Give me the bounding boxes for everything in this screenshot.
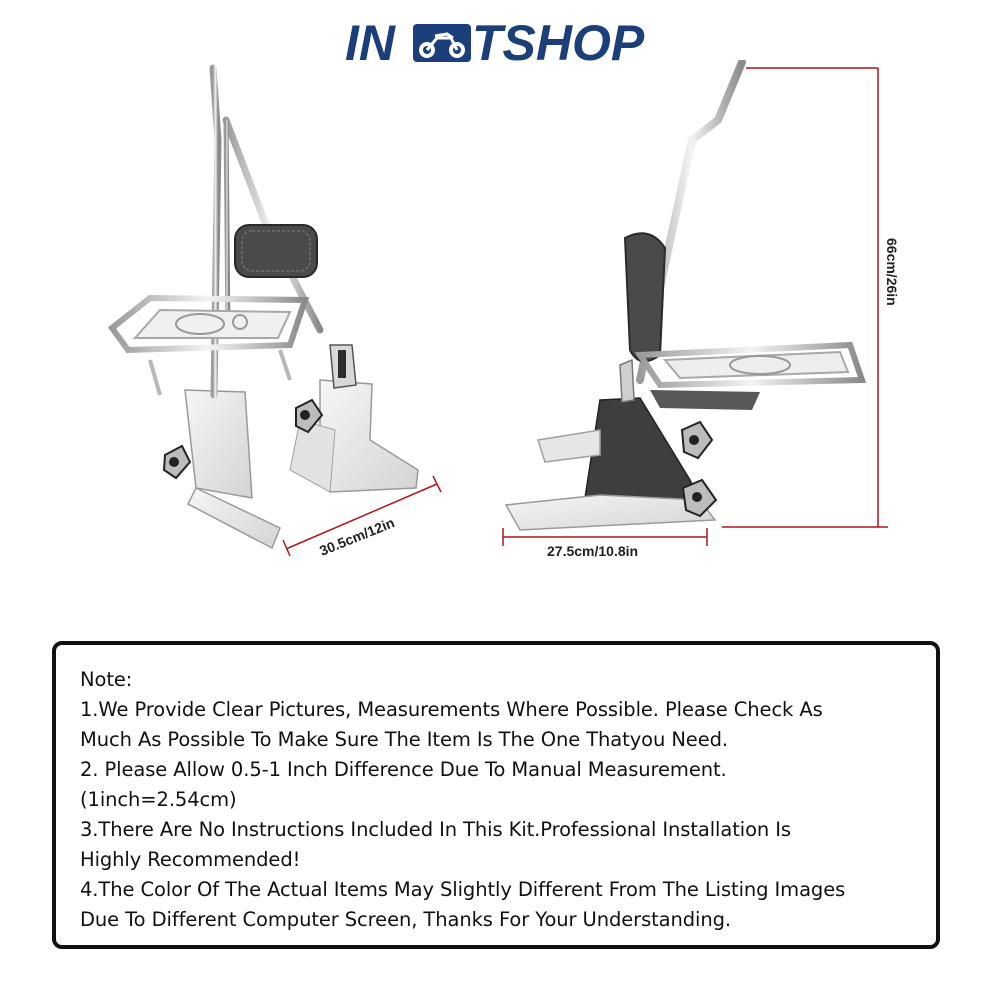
note-line: 4.The Color Of The Actual Items May Slig… bbox=[80, 878, 846, 901]
note-title: Note: bbox=[80, 668, 133, 691]
side-depth-label: 27.5cm/10.8in bbox=[547, 543, 638, 559]
sissy-bar-front-view bbox=[107, 64, 419, 550]
motorcycle-icon bbox=[413, 24, 471, 62]
note-line: 1.We Provide Clear Pictures, Measurement… bbox=[80, 698, 823, 721]
sissy-bar-side-view bbox=[504, 60, 867, 531]
note-line: Highly Recommended! bbox=[80, 848, 301, 871]
height-dimension: 66cm/26in bbox=[722, 67, 900, 528]
note-line: 3.There Are No Instructions Included In … bbox=[80, 818, 791, 841]
side-depth-dimension: 27.5cm/10.8in bbox=[502, 528, 708, 559]
note-line: Due To Different Computer Screen, Thanks… bbox=[80, 908, 732, 931]
logo-text-right: TSHOP bbox=[472, 15, 645, 71]
note-line: Much As Possible To Make Sure The Item I… bbox=[80, 728, 728, 751]
note-line: 2. Please Allow 0.5-1 Inch Difference Du… bbox=[80, 758, 727, 781]
front-width-label: 30.5cm/12in bbox=[317, 514, 397, 559]
product-illustration: 30.5cm/12in 27.5cm/10.8in 66cm/26in bbox=[107, 60, 900, 559]
logo-text-left: IN bbox=[345, 15, 396, 71]
note-box: Note: 1.We Provide Clear Pictures, Measu… bbox=[52, 641, 940, 949]
note-line: (1inch=2.54cm) bbox=[80, 788, 237, 811]
height-label: 66cm/26in bbox=[884, 238, 900, 306]
brand-logo: IN TSHOP bbox=[345, 15, 645, 71]
